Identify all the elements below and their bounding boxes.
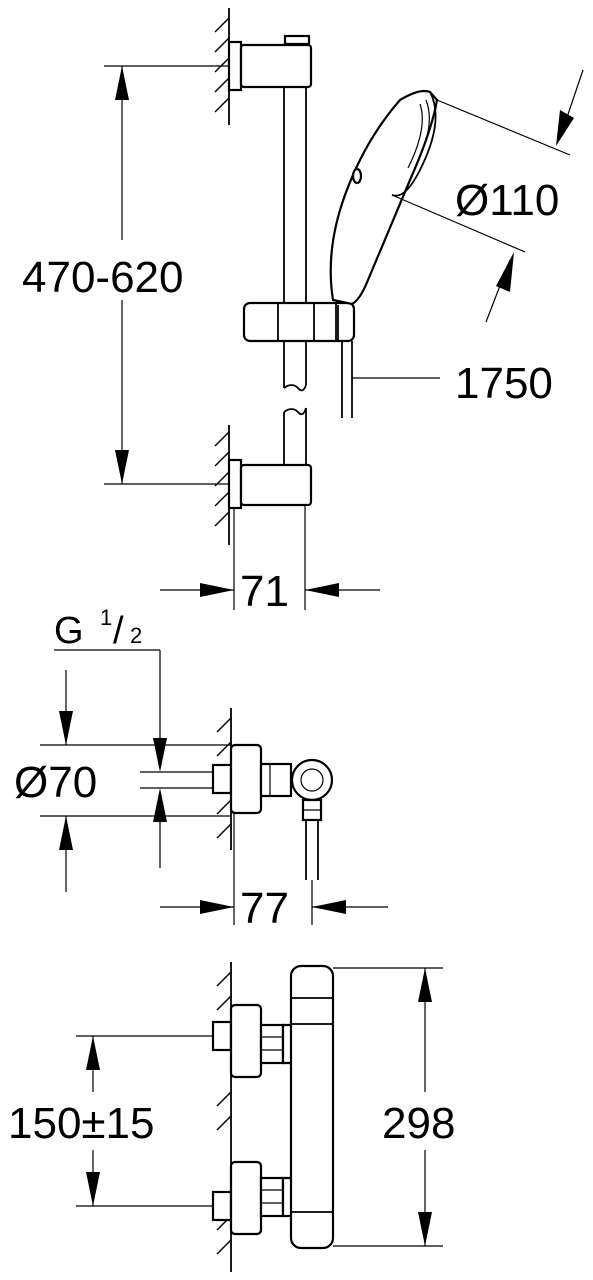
rail-projection-label: 71: [240, 567, 289, 616]
thread-dimension: [54, 649, 213, 868]
handshower-diameter-dimension: [391, 69, 584, 323]
thread-fraction-denominator: 2: [130, 623, 142, 648]
rail-spacing-label: 470-620: [22, 253, 183, 302]
wall-elbow-view: G 1 / 2 Ø70 77: [14, 605, 388, 933]
rail-projection-dimension: [160, 505, 380, 610]
rail-bracket-top: [227, 34, 313, 92]
inlet-spacing-dimension: [76, 1035, 213, 1207]
inlet-spacing-label: 150±15: [8, 1099, 155, 1148]
hand-shower: [329, 89, 439, 340]
hose-length-label: 1750: [455, 359, 553, 408]
wall-hatch-bottom: [214, 425, 230, 545]
mixer-body: [289, 964, 335, 1250]
rail-spacing-dimension: [104, 65, 229, 485]
shower-hose: [341, 341, 440, 418]
escutcheon-diameter-label: Ø70: [14, 758, 97, 807]
rail-slider: [242, 301, 356, 343]
thermostat-view: 150±15 298: [8, 962, 455, 1272]
mixer-height-label: 298: [382, 1099, 455, 1148]
thread-fraction-numerator: 1: [100, 605, 112, 630]
handshower-diameter-label: Ø110: [455, 176, 559, 225]
escutcheon-diameter-dimension: [40, 670, 231, 892]
elbow-projection-dimension: [160, 813, 388, 925]
slide-rail: [283, 87, 307, 468]
thread-g-label: G: [54, 610, 84, 652]
wall-hatch-mixer: [216, 962, 232, 1272]
shower-rail-view: 470-620 Ø110 1750 71: [22, 8, 584, 616]
elbow-projection-label: 77: [240, 884, 289, 933]
mixer-height-dimension: [333, 967, 443, 1247]
mixer-connection-upper: [211, 1003, 300, 1079]
elbow-body: [211, 743, 334, 880]
rail-bracket-bottom: [227, 458, 313, 510]
mixer-connection-lower: [211, 1160, 300, 1236]
thread-fraction-slash: /: [113, 610, 124, 652]
